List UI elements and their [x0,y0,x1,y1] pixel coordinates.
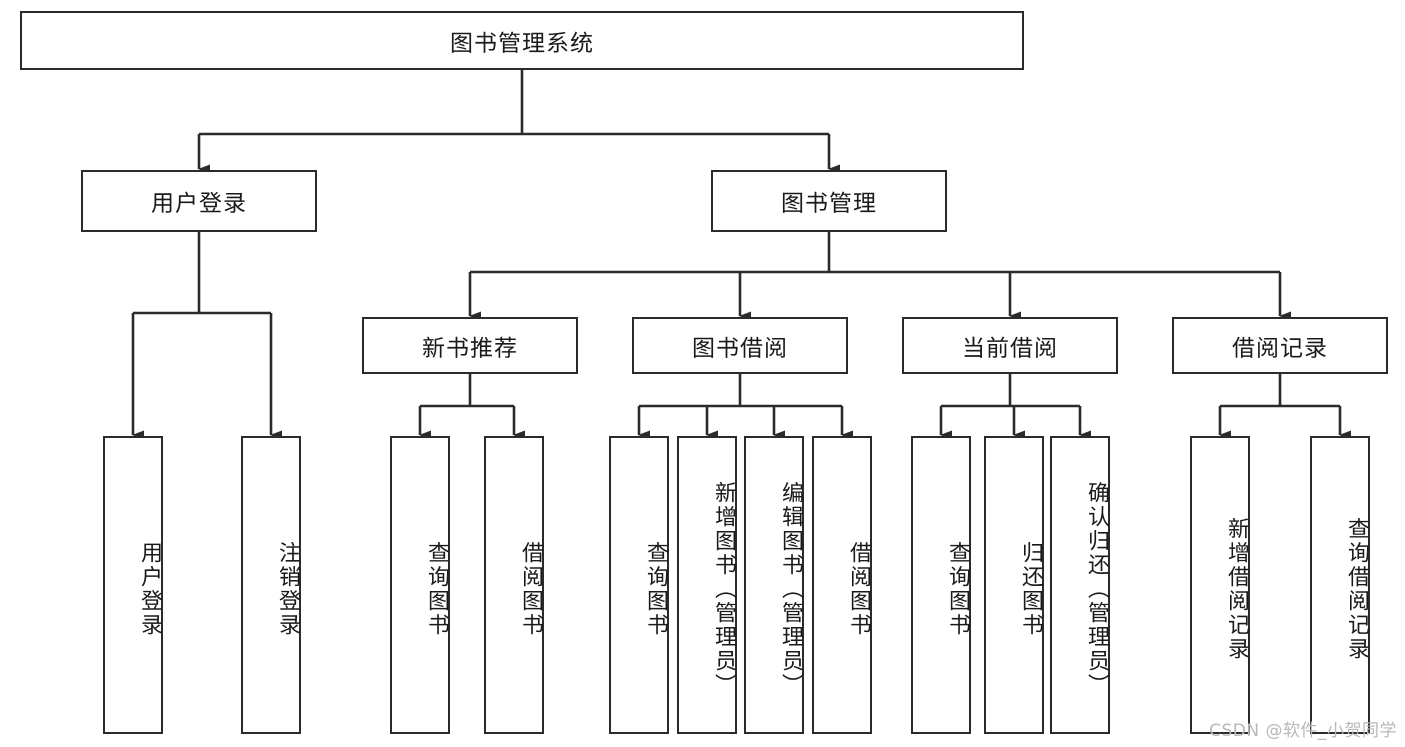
node-user-login[interactable]: 用户登录 [81,170,317,232]
node-leaf-confirm-return[interactable]: 确认归还（管理员） [1050,436,1110,734]
node-label: 查询图书 [643,541,668,637]
node-leaf-logout[interactable]: 注销登录 [241,436,301,734]
node-leaf-user-login[interactable]: 用户登录 [103,436,163,734]
node-label: 归还图书 [1018,541,1043,637]
node-label: 新增图书（管理员） [711,481,736,697]
node-label: 用户登录 [137,541,162,637]
node-label: 借阅记录 [1232,335,1328,362]
node-label: 注销登录 [275,541,300,637]
node-label: 新书推荐 [422,335,518,362]
node-label: 新增借阅记录 [1224,517,1249,661]
node-label: 图书管理 [781,191,877,217]
node-label: 确认归还（管理员） [1084,481,1109,697]
node-leaf-add-book[interactable]: 新增图书（管理员） [677,436,737,734]
node-leaf-borrow-book-1[interactable]: 借阅图书 [484,436,544,734]
node-label: 借阅图书 [846,541,871,637]
node-leaf-query-book-2[interactable]: 查询图书 [609,436,669,734]
node-current-borrow[interactable]: 当前借阅 [902,317,1118,374]
node-leaf-edit-book[interactable]: 编辑图书（管理员） [744,436,804,734]
node-label: 查询图书 [424,541,449,637]
node-leaf-query-book-1[interactable]: 查询图书 [390,436,450,734]
node-label: 用户登录 [151,191,247,217]
node-leaf-add-record[interactable]: 新增借阅记录 [1190,436,1250,734]
node-label: 查询图书 [945,541,970,637]
node-leaf-borrow-book-2[interactable]: 借阅图书 [812,436,872,734]
node-label: 当前借阅 [962,335,1058,362]
node-label: 查询借阅记录 [1344,517,1369,661]
node-label: 借阅图书 [518,541,543,637]
node-leaf-query-record[interactable]: 查询借阅记录 [1310,436,1370,734]
node-label: 图书借阅 [692,335,788,362]
node-borrow-record[interactable]: 借阅记录 [1172,317,1388,374]
csdn-watermark: CSDN @软件_小贺同学 [1209,721,1397,741]
node-book-borrow[interactable]: 图书借阅 [632,317,848,374]
node-leaf-query-book-3[interactable]: 查询图书 [911,436,971,734]
node-leaf-return-book[interactable]: 归还图书 [984,436,1044,734]
node-new-book-recommend[interactable]: 新书推荐 [362,317,578,374]
node-root-system[interactable]: 图书管理系统 [20,11,1024,70]
node-label: 编辑图书（管理员） [778,481,803,697]
node-label: 图书管理系统 [450,30,594,57]
node-book-management[interactable]: 图书管理 [711,170,947,232]
